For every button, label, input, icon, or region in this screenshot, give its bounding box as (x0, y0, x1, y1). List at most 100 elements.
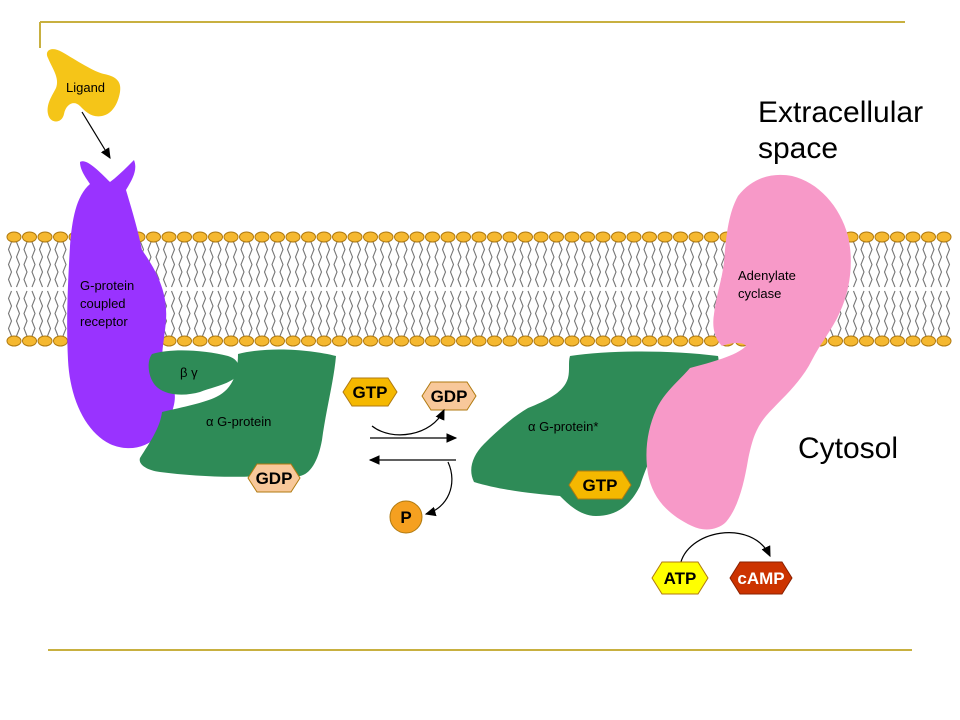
lipid-head-inner (409, 335, 425, 347)
lipid-tail-outer (155, 241, 160, 288)
lipid-head-inner (921, 335, 936, 347)
lipid-tail-outer (186, 241, 191, 288)
lipid-tail-outer (914, 241, 920, 288)
lipid-tail-inner (705, 290, 710, 337)
lipid-tail-outer (294, 241, 300, 288)
lipid-tail-outer (193, 241, 199, 288)
lipid-tail-outer (682, 241, 687, 288)
lipid-head-outer (688, 231, 704, 243)
lipid-head-outer (611, 231, 626, 243)
lipid-tail-outer (906, 241, 912, 288)
lipid-head-inner (611, 335, 626, 347)
lipid-tail-outer (705, 241, 710, 288)
extracellular-label-line1: Extracellular (758, 96, 923, 129)
lipid-tail-inner (906, 290, 912, 337)
lipid-tail-outer (565, 241, 571, 288)
lipid-head-outer (471, 231, 487, 243)
lipid-head-inner (37, 335, 53, 347)
lipid-head-outer (502, 231, 518, 243)
lipid-tail-outer (620, 241, 625, 288)
lipid-tail-inner (891, 290, 896, 337)
g-protein-coupled-receptor (67, 160, 175, 449)
lipid-head-outer (874, 231, 890, 243)
lipid-tail-outer (217, 241, 222, 288)
lipid-tail-outer (31, 241, 36, 288)
lipid-head-inner (905, 335, 921, 347)
lipid-head-outer (254, 231, 270, 243)
lipid-tail-outer (317, 241, 323, 288)
lipid-head-inner (471, 335, 487, 347)
adenylate-cyclase-label-line1: Adenylate (738, 268, 796, 283)
lipid-tail-inner (348, 290, 354, 337)
lipid-tail-inner (325, 290, 331, 337)
lipid-head-outer (456, 231, 471, 243)
lipid-tail-inner (201, 290, 207, 337)
lipid-tail-outer (387, 241, 393, 288)
gdp-top-label: GDP (431, 387, 468, 406)
lipid-tail-outer (178, 241, 183, 288)
lipid-tail-inner (46, 290, 52, 337)
lipid-tail-inner (519, 290, 524, 337)
lipid-tail-inner (480, 290, 486, 337)
lipid-tail-inner (23, 290, 28, 337)
ligand-label: Ligand (66, 80, 105, 95)
lipid-head-inner (657, 335, 673, 347)
lipid-tail-inner (550, 290, 555, 337)
lipid-tail-inner (651, 290, 656, 337)
lipid-tail-inner (441, 290, 447, 337)
lipid-tail-outer (604, 241, 610, 288)
lipid-tail-inner (333, 290, 338, 337)
lipid-tail-outer (54, 241, 59, 288)
lipid-head-inner (316, 335, 332, 347)
lipid-tail-outer (651, 241, 656, 288)
lipid-tail-inner (193, 290, 199, 337)
lipid-tail-inner (54, 290, 59, 337)
lipid-tail-inner (604, 290, 610, 337)
lipid-tail-outer (573, 241, 579, 288)
lipid-tail-inner (240, 290, 245, 337)
lipid-head-inner (394, 335, 409, 347)
lipid-tail-outer (449, 241, 455, 288)
lipid-tail-outer (860, 241, 865, 288)
lipid-tail-inner (542, 290, 548, 337)
lipid-head-inner (626, 335, 642, 347)
lipid-tail-inner (317, 290, 323, 337)
lipid-tail-outer (232, 241, 238, 288)
lipid-tail-inner (852, 290, 858, 337)
lipid-tail-outer (434, 241, 439, 288)
lipid-head-inner (208, 335, 223, 347)
atp-label: ATP (664, 569, 697, 588)
lipid-tail-outer (379, 241, 385, 288)
lipid-head-outer (37, 231, 53, 243)
lipid-tail-outer (658, 241, 664, 288)
lipid-head-outer (595, 231, 611, 243)
lipid-tail-outer (426, 241, 431, 288)
lipid-head-inner (642, 335, 657, 347)
lipid-tail-outer (302, 241, 307, 288)
lipid-tail-inner (511, 290, 517, 337)
lipid-tail-inner (341, 290, 346, 337)
lipid-tail-inner (666, 290, 672, 337)
lipid-head-outer (936, 231, 952, 243)
lipid-tail-inner (527, 290, 532, 337)
cytosol-label: Cytosol (798, 432, 898, 465)
lipid-head-outer (657, 231, 673, 243)
receptor-label-line2: coupled (80, 296, 126, 311)
lipid-tail-outer (410, 241, 416, 288)
lipid-tail-outer (930, 241, 935, 288)
lipid-tail-outer (674, 241, 679, 288)
lipid-tail-outer (527, 241, 532, 288)
lipid-head-outer (177, 231, 192, 243)
lipid-head-outer (533, 231, 549, 243)
lipid-tail-inner (209, 290, 214, 337)
lipid-tail-outer (364, 241, 369, 288)
lipid-tail-inner (255, 290, 261, 337)
lipid-head-inner (239, 335, 254, 347)
lipid-tail-inner (635, 290, 641, 337)
lipid-tail-inner (565, 290, 571, 337)
gtp-bound-hexagon (568, 470, 632, 500)
beta-gamma-label: β γ (180, 365, 198, 380)
lipid-head-outer (905, 231, 921, 243)
